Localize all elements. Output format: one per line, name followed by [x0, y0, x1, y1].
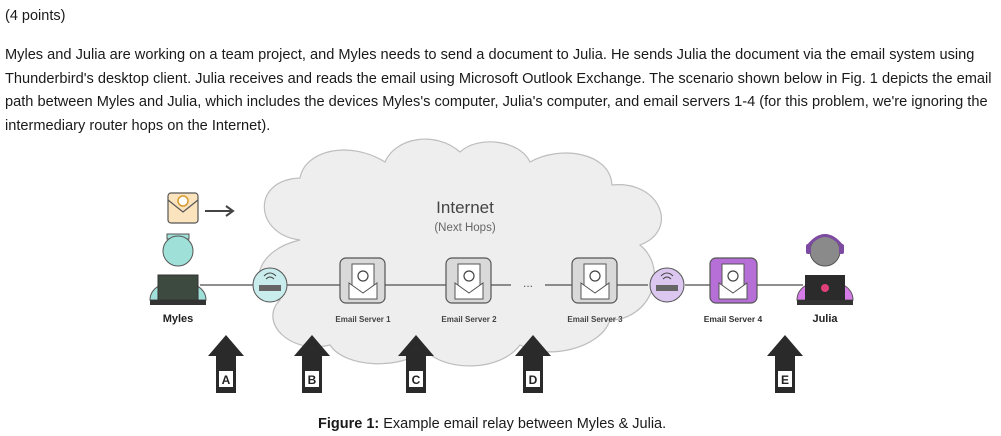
email-server-1-icon [339, 257, 386, 304]
myles-avatar [149, 233, 207, 305]
arrow-c-label: C [412, 373, 421, 387]
arrow-d: D [515, 335, 551, 393]
problem-paragraph: Myles and Julia are working on a team pr… [5, 47, 992, 134]
email-server-3-icon [571, 257, 618, 304]
arrow-d-label: D [529, 373, 538, 387]
email-server-4-label: Email Server 4 [704, 314, 763, 324]
julia-avatar [796, 234, 854, 305]
arrow-e-label: E [781, 373, 789, 387]
figure-caption: Figure 1: Example email relay between My… [318, 416, 666, 432]
arrow-b: B [294, 335, 330, 393]
julia-label: Julia [812, 313, 838, 325]
email-server-2-label: Email Server 2 [441, 315, 497, 324]
figure-caption-label: Figure 1: [318, 416, 380, 432]
router-left-icon [252, 267, 288, 303]
email-server-4-icon [709, 257, 758, 304]
points-label: (4 points) [5, 8, 66, 24]
cloud-subtitle: (Next Hops) [434, 222, 496, 234]
arrow-a: A [208, 335, 244, 393]
arrow-b-label: B [308, 373, 317, 387]
figure-caption-text: Example email relay between Myles & Juli… [379, 416, 667, 432]
cloud-title: Internet [436, 198, 494, 217]
hops-ellipsis: ... [523, 276, 533, 290]
email-server-2-icon [445, 257, 492, 304]
email-server-3-label: Email Server 3 [567, 315, 623, 324]
arrow-a-label: A [222, 373, 231, 387]
send-arrow-icon [205, 205, 235, 217]
outgoing-email-icon [167, 192, 199, 224]
internet-cloud [258, 138, 662, 367]
arrow-c: C [398, 335, 434, 393]
router-right-icon [649, 267, 685, 303]
myles-label: Myles [163, 313, 194, 325]
email-server-1-label: Email Server 1 [335, 315, 391, 324]
arrow-e: E [767, 335, 803, 393]
